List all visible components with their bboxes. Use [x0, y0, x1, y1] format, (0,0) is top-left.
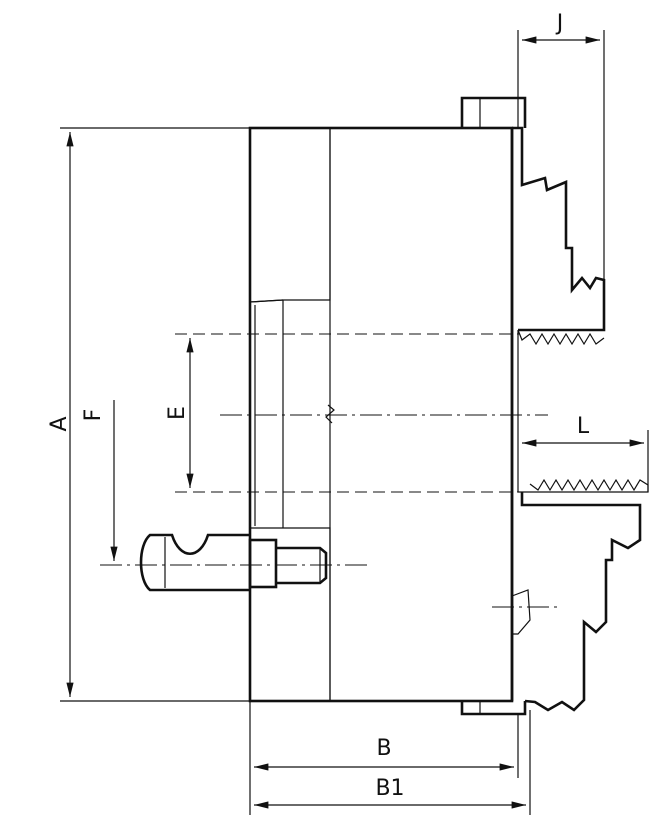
dimension-label-J: J — [555, 11, 564, 36]
mounting-bolt — [139, 533, 328, 592]
dimension-label-E: E — [165, 406, 190, 420]
lower-jaw — [460, 478, 649, 716]
backplate-hatch-top — [249, 127, 331, 303]
center-lines — [100, 333, 560, 608]
upper-jaw — [460, 96, 606, 346]
dimension-J — [517, 30, 605, 280]
dimension-L — [522, 430, 649, 492]
backplate-hatch-bottom — [249, 527, 331, 702]
dimension-label-A: A — [47, 416, 72, 431]
dimension-B — [249, 701, 519, 815]
dimension-label-B1: B1 — [375, 776, 404, 801]
dimension-B1 — [253, 710, 531, 815]
dimension-label-F: F — [81, 409, 106, 422]
dimension-label-L: L — [577, 414, 590, 439]
dimension-A — [60, 127, 250, 702]
dimension-label-B: B — [376, 736, 391, 761]
